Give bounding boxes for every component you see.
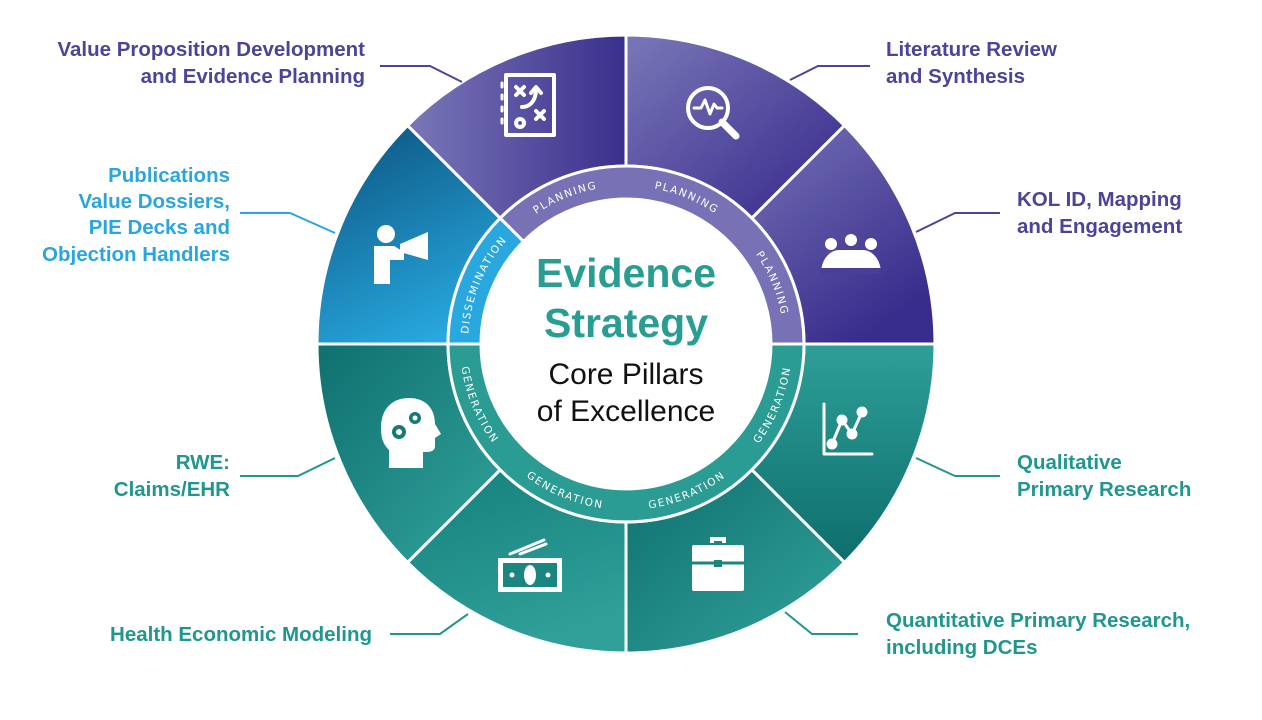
leader-line-literature-review [789, 65, 870, 81]
line-chart-icon [822, 402, 874, 456]
leader-line-publications [240, 212, 336, 234]
strategy-board-icon [500, 73, 556, 137]
meeting-group-icon [821, 234, 881, 274]
center-title-line1: Evidence [536, 250, 716, 296]
money-icon [498, 538, 562, 592]
pillar-segments [315, 33, 937, 655]
leader-line-kol [915, 212, 1000, 233]
center-title-line2: Strategy [544, 300, 708, 346]
label-health-economic: Health Economic Modeling [110, 623, 372, 646]
leader-line-value-proposition [380, 65, 463, 83]
head-gears-icon [381, 398, 441, 468]
label-quantitative: Quantitative Primary Research,including … [886, 609, 1190, 659]
leader-line-rwe [240, 457, 336, 477]
megaphone-person-icon [374, 225, 428, 284]
center-subtitle-line1: Core Pillars [548, 358, 703, 391]
center-subtitle-line2: of Excellence [537, 395, 715, 428]
magnifier-pulse-icon [686, 86, 740, 140]
leader-line-qualitative [915, 457, 1000, 477]
leader-line-health-economic [390, 613, 469, 635]
center-circle [481, 199, 771, 489]
leader-lines [240, 65, 1000, 635]
briefcase-icon [690, 537, 746, 591]
label-rwe: RWE:Claims/EHR [114, 451, 230, 501]
leader-line-quantitative [784, 611, 858, 635]
